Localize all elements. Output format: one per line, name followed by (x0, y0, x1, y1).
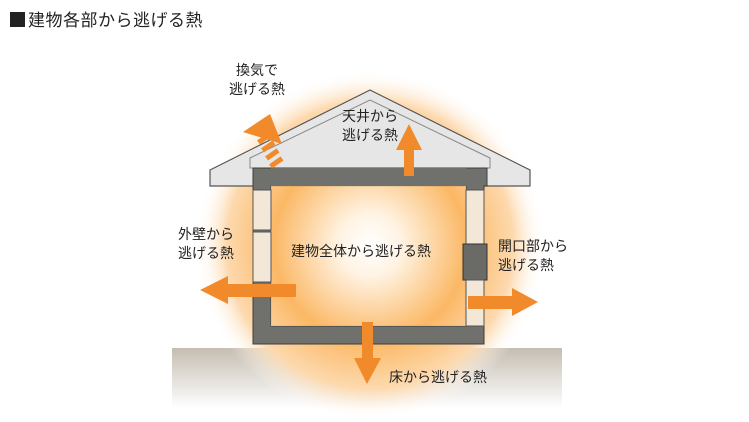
left-wall-panel-lower (252, 231, 272, 283)
floor-label: 床から逃げる熱 (389, 370, 487, 386)
ventilation-label-line2: 逃げる熱 (229, 82, 285, 98)
square-bullet-icon (10, 12, 25, 27)
opening-label-line2: 逃げる熱 (498, 258, 554, 274)
ceiling-label-line2: 逃げる熱 (342, 128, 398, 144)
window-frame-upper (465, 189, 485, 245)
roof-underside (249, 99, 491, 169)
roof (209, 89, 531, 187)
floor-arrow (354, 322, 381, 384)
ventilation-arrow (243, 114, 284, 169)
ventilation-label: 換気で 逃げる熱 (222, 62, 292, 100)
interior (271, 186, 466, 326)
title-text: 建物各部から逃げる熱 (28, 11, 203, 31)
ceiling-label-line1: 天井から (342, 109, 398, 125)
ceiling-arrow (396, 124, 422, 176)
opening-label-line1: 開口部から (498, 239, 568, 255)
ceiling-label: 天井から 逃げる熱 (330, 108, 410, 146)
wall-label: 外壁から 逃げる熱 (178, 226, 234, 264)
left-wall-panel-upper (252, 189, 272, 231)
opening-label: 開口部から 逃げる熱 (498, 238, 568, 276)
wall-arrow (200, 276, 296, 304)
wall-label-line1: 外壁から (178, 227, 234, 243)
window-sash (462, 243, 488, 281)
whole-building-label: 建物全体から逃げる熱 (291, 244, 431, 260)
diagram-title: 建物各部から逃げる熱 (10, 10, 203, 32)
opening-arrow (468, 288, 538, 316)
ventilation-label-line1: 換気で (236, 63, 278, 79)
wall-label-line2: 逃げる熱 (178, 246, 234, 262)
ceiling-band (271, 168, 466, 186)
